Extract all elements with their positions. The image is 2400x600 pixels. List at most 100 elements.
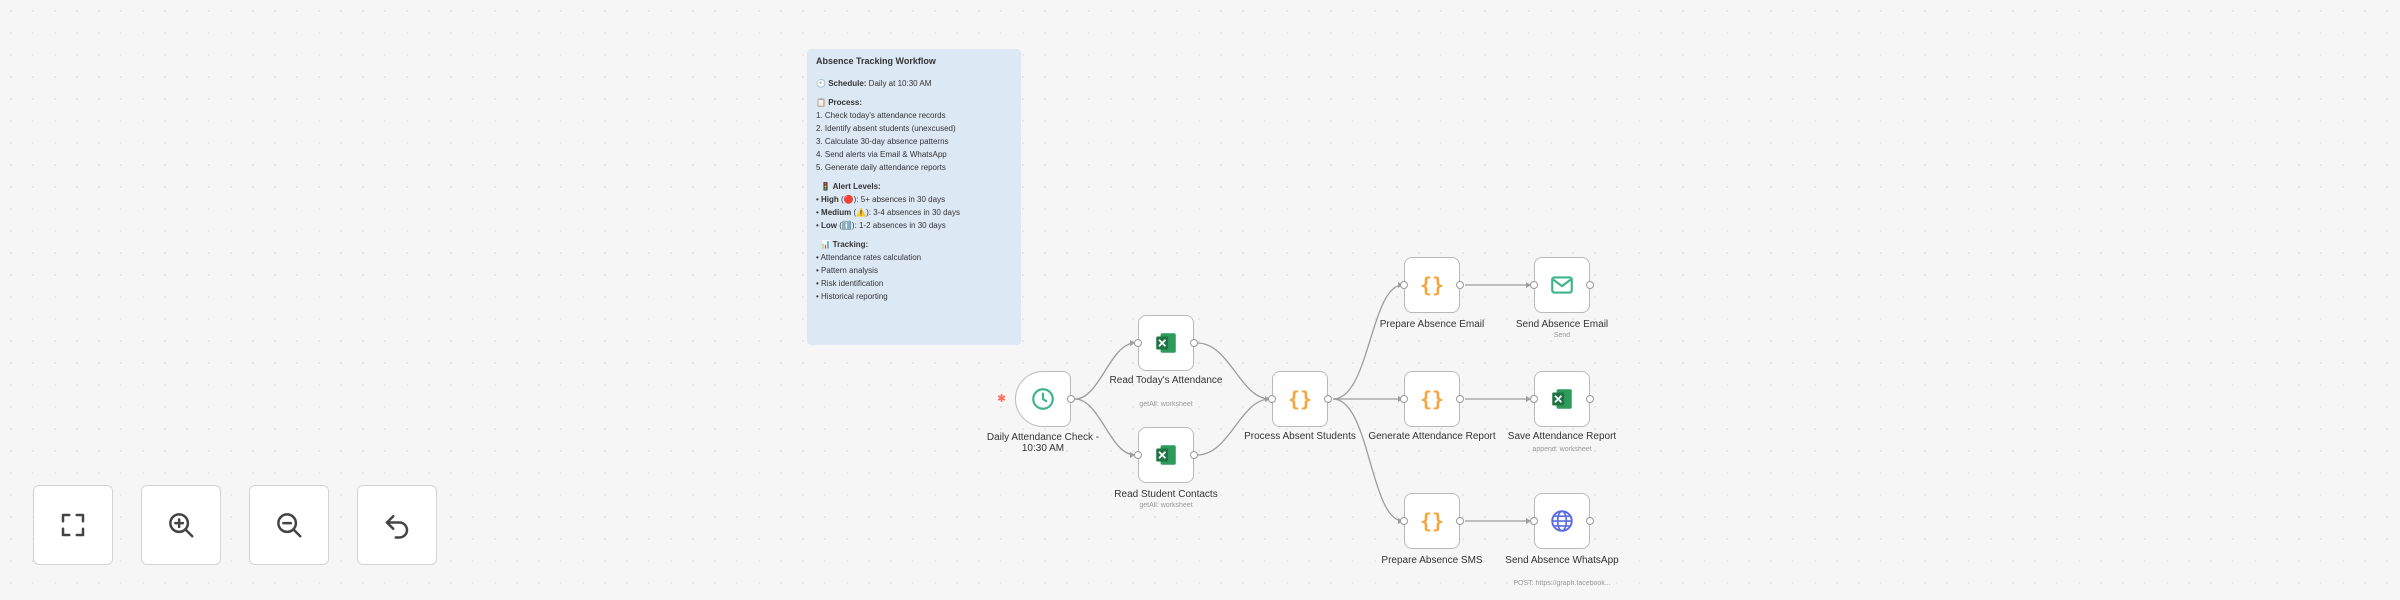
email-icon [1551,276,1573,294]
alert-text: : 1-2 absences in 30 days [854,221,946,230]
code-braces-icon: {} [1419,387,1445,411]
node-process-absent-students[interactable]: {} [1268,371,1332,427]
output-handle[interactable] [1456,395,1464,403]
node-label: Generate Attendance Report [1368,431,1496,442]
output-handle[interactable] [1586,517,1594,525]
code-braces-icon: {} [1419,273,1445,297]
node-read-todays-attendance[interactable] [1134,315,1198,371]
red-circle-icon: 🔴 [843,195,854,204]
code-braces-icon: {} [1419,509,1445,533]
input-handle[interactable] [1530,395,1538,403]
input-handle[interactable] [1134,451,1142,459]
zoom-out-icon [277,513,302,538]
output-handle[interactable] [1456,281,1464,289]
clock-icon [1032,388,1054,410]
excel-icon [1552,389,1572,409]
sticky-note[interactable]: Absence Tracking Workflow 🕙 Schedule: Da… [807,49,1021,345]
input-handle[interactable] [1134,339,1142,347]
alert-text: : 3-4 absences in 30 days [868,208,960,217]
node-read-student-contacts[interactable] [1134,427,1198,483]
node-label: Read Today's Attendance [1109,375,1223,386]
note-title: Absence Tracking Workflow [816,56,936,66]
output-handle[interactable] [1586,395,1594,403]
node-label: Prepare Absence SMS [1381,555,1483,566]
alert-level: Low [821,221,838,230]
node-subtitle: getAll: worksheet [1139,401,1193,408]
node-subtitle: Send [1553,332,1571,339]
node-save-attendance-report[interactable] [1530,371,1594,427]
alert-item: Low (ℹ️): 1-2 absences in 30 days [816,219,1012,232]
node-prepare-absence-email[interactable]: {} [1400,257,1464,313]
tracking-item: Risk identification [816,277,1012,290]
node-label: Save Attendance Report [1507,431,1617,442]
process-item: 4. Send alerts via Email & WhatsApp [816,150,947,159]
input-handle[interactable] [1400,281,1408,289]
node-generate-attendance-report[interactable]: {} [1400,371,1464,427]
schedule-label: Schedule: [828,79,867,88]
alert-item: Medium (⚠️): 3-4 absences in 30 days [816,206,1012,219]
tracking-label: Tracking: [832,240,869,249]
alert-level: High [821,195,839,204]
output-handle[interactable] [1324,395,1332,403]
input-handle[interactable] [1400,517,1408,525]
trigger-bolt-icon: ✱ [997,393,1007,405]
alert-item: High (🔴): 5+ absences in 30 days [816,193,1012,206]
input-handle[interactable] [1530,281,1538,289]
node-label: Read Student Contacts [1114,489,1218,500]
checklist-icon: 📋 [816,98,826,107]
node-subtitle: getAll: worksheet [1139,502,1193,509]
undo-icon [385,515,409,539]
alert-label: Alert Levels: [832,182,881,191]
fullscreen-icon [61,513,85,537]
node-label: Process Absent Students [1244,431,1356,442]
input-handle[interactable] [1268,395,1276,403]
process-item: 3. Calculate 30-day absence patterns [816,137,949,146]
output-handle[interactable] [1067,395,1075,403]
note-alerts: 🚦 Alert Levels: [816,180,1012,193]
clock-icon: 🕙 [816,79,826,88]
fit-view-button[interactable] [33,485,113,565]
alert-light-icon: 🚦 [820,182,831,191]
note-process: 📋 Process: [816,96,1012,109]
node-label: Daily Attendance Check - 10:30 AM [986,432,1100,454]
globe-icon [1551,510,1573,532]
node-prepare-absence-sms[interactable]: {} [1400,493,1464,549]
alert-text: : 5+ absences in 30 days [856,195,946,204]
zoom-out-button[interactable] [249,485,329,565]
process-item: 1. Check today's attendance records [816,111,946,120]
code-braces-icon: {} [1287,387,1313,411]
output-handle[interactable] [1586,281,1594,289]
chart-icon: 📊 [820,240,831,249]
node-label: Send Absence WhatsApp [1505,555,1619,566]
input-handle[interactable] [1400,395,1408,403]
node-label: Prepare Absence Email [1379,319,1485,330]
output-handle[interactable] [1456,517,1464,525]
process-label: Process: [828,98,862,107]
output-handle[interactable] [1190,339,1198,347]
warning-icon: ⚠️ [856,208,867,217]
note-tracking: 📊 Tracking: [816,238,1012,251]
undo-button[interactable] [357,485,437,565]
tracking-item: Pattern analysis [816,264,1012,277]
schedule-value: Daily at 10:30 AM [868,79,932,88]
node-subtitle: append: worksheet [1532,446,1592,453]
alert-level: Medium [821,208,852,217]
tracking-item: Attendance rates calculation [816,251,1012,264]
node-send-absence-whatsapp[interactable] [1530,493,1594,549]
node-label: Send Absence Email [1515,319,1609,330]
input-handle[interactable] [1530,517,1538,525]
note-schedule: 🕙 Schedule: Daily at 10:30 AM [816,77,1012,90]
info-icon: ℹ️ [841,221,852,230]
zoom-in-button[interactable] [141,485,221,565]
node-subtitle: POST: https://graph.facebook... [1513,580,1611,587]
tracking-item: Historical reporting [816,290,1012,303]
node-daily-attendance-check[interactable] [1015,371,1075,427]
excel-icon [1156,445,1176,465]
process-item: 5. Generate daily attendance reports [816,163,946,172]
process-item: 2. Identify absent students (unexcused) [816,124,956,133]
zoom-in-icon [169,513,194,538]
excel-icon [1156,333,1176,353]
output-handle[interactable] [1190,451,1198,459]
node-send-absence-email[interactable] [1530,257,1594,313]
